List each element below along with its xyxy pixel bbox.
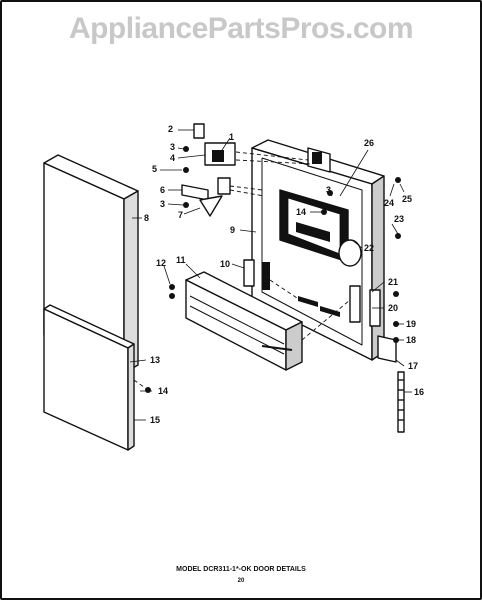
door-spring: [397, 371, 405, 433]
callout-8: 8: [144, 213, 149, 223]
page-number: 20: [237, 578, 245, 584]
callout-7: 7: [178, 210, 183, 220]
callout-24: 24: [384, 198, 394, 208]
callout-23: 23: [394, 214, 404, 224]
callout-6: 6: [160, 185, 165, 195]
callout-16: 16: [414, 387, 424, 397]
callout-5: 5: [152, 164, 157, 174]
diagram-caption: MODEL DCR311-1*-OK DOOR DETAILS: [176, 566, 306, 573]
callout-21: 21: [388, 277, 398, 287]
callout-14: 14: [158, 386, 168, 396]
vent-channel: [185, 271, 303, 371]
callout-20: 20: [388, 303, 398, 313]
callout-11: 11: [176, 255, 186, 265]
callout-labels: 1 2 3 4 5 6 3 7 8 9 10 11 12 13 14 15 16…: [144, 124, 424, 425]
callout-leaders: [129, 129, 412, 421]
screws: [145, 146, 401, 393]
callout-17: 17: [408, 361, 418, 371]
callout-25: 25: [402, 194, 412, 204]
callout-10: 10: [220, 259, 230, 269]
callout-26: 26: [364, 138, 374, 148]
callout-12: 12: [156, 258, 166, 268]
callout-1: 1: [229, 132, 234, 142]
latch-assembly: [181, 123, 236, 217]
inner-door-liner: [251, 139, 385, 361]
callout-3c: 3: [326, 185, 331, 195]
leader-lines: [133, 151, 351, 391]
outer-door-panel: [43, 154, 139, 374]
watermark-logo: AppliancePartsPros.com: [68, 12, 414, 45]
callout-15: 15: [150, 415, 160, 425]
callout-13: 13: [150, 355, 160, 365]
callout-4: 4: [170, 153, 175, 163]
callout-18: 18: [406, 335, 416, 345]
callout-3b: 3: [160, 199, 165, 209]
callout-19: 19: [406, 319, 416, 329]
callout-3a: 3: [170, 142, 175, 152]
lower-trim-panel: [43, 304, 135, 451]
callout-22: 22: [364, 243, 374, 253]
callout-2: 2: [168, 124, 173, 134]
callout-14b: 14: [296, 207, 306, 217]
callout-9: 9: [230, 225, 235, 235]
